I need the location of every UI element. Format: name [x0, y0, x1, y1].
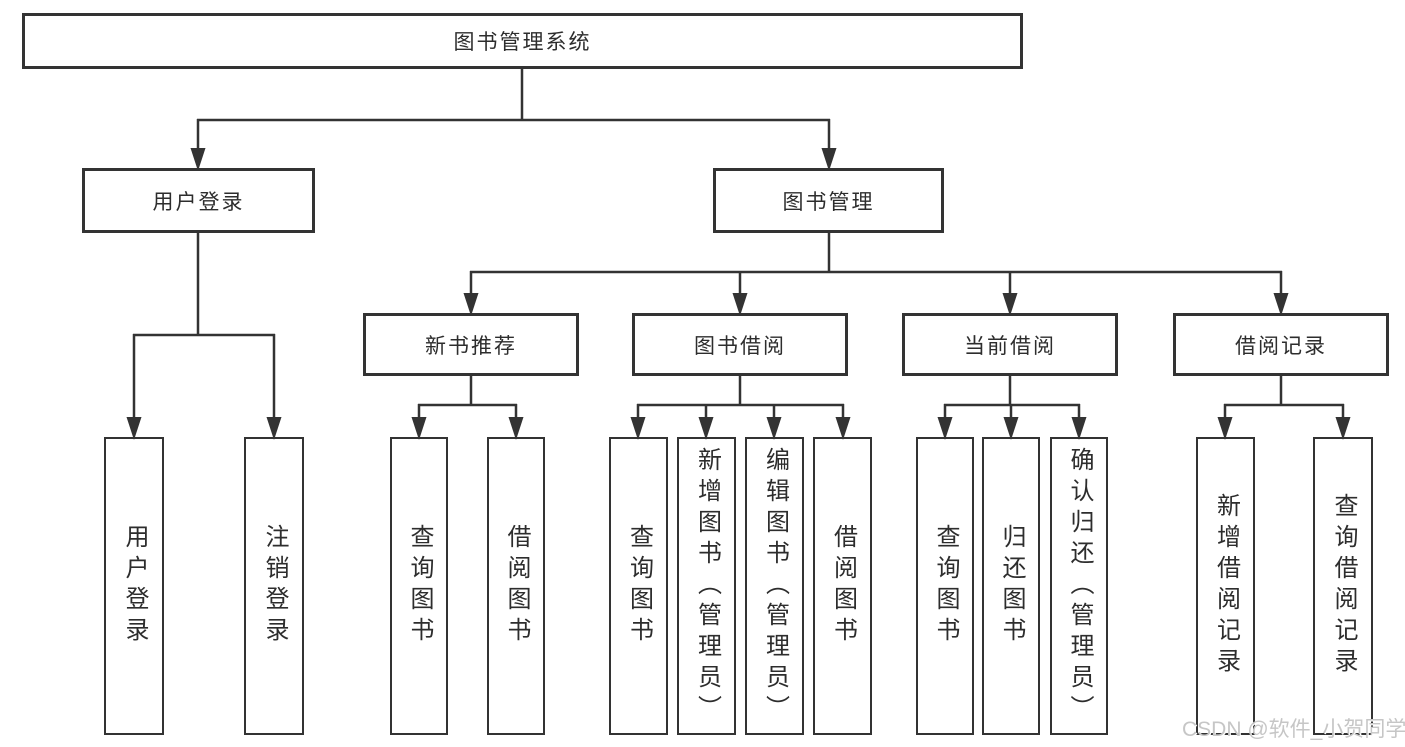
node-label: 借阅记录 [1235, 334, 1327, 358]
leaf-label: 借阅图书 [503, 524, 530, 648]
leaf-label: 归还图书 [998, 524, 1025, 648]
leaf-label: 编辑图书（管理员） [761, 446, 789, 726]
node-borrow-records: 借阅记录 [1173, 313, 1389, 376]
leaf-label: 注销登录 [261, 524, 288, 648]
leaf-user-login: 用户登录 [104, 437, 164, 735]
node-book-borrow: 图书借阅 [632, 313, 848, 376]
node-new-book-recommend: 新书推荐 [363, 313, 579, 376]
leaf-label: 新增借阅记录 [1212, 493, 1240, 679]
watermark-text: CSDN @软件_小贺同学 [1182, 718, 1405, 741]
node-root: 图书管理系统 [22, 13, 1023, 69]
leaf-label: 查询借阅记录 [1330, 493, 1357, 679]
node-user-login: 用户登录 [82, 168, 315, 233]
leaf-confirm-return-admin: 确认归还（管理员） [1050, 437, 1108, 735]
node-label: 新书推荐 [425, 334, 517, 358]
node-label: 图书借阅 [694, 334, 786, 358]
leaf-label: 用户登录 [121, 524, 148, 648]
leaf-borrow-books-recommend: 借阅图书 [487, 437, 545, 735]
leaf-query-books-recommend: 查询图书 [390, 437, 448, 735]
node-label: 当前借阅 [964, 334, 1056, 358]
leaf-label: 查询图书 [625, 524, 653, 648]
leaf-query-books-borrow: 查询图书 [609, 437, 668, 735]
leaf-label: 新增图书（管理员） [693, 446, 721, 726]
leaf-label: 确认归还（管理员） [1066, 446, 1093, 726]
leaf-query-books-current: 查询图书 [916, 437, 974, 735]
node-current-borrow: 当前借阅 [902, 313, 1118, 376]
leaf-add-borrow-record: 新增借阅记录 [1196, 437, 1255, 735]
node-label: 用户登录 [152, 190, 245, 214]
leaf-return-books: 归还图书 [982, 437, 1040, 735]
leaf-label: 借阅图书 [829, 524, 857, 648]
node-book-management: 图书管理 [713, 168, 944, 233]
leaf-edit-book-admin: 编辑图书（管理员） [745, 437, 804, 735]
node-label: 图书管理系统 [453, 31, 592, 54]
leaf-logout: 注销登录 [244, 437, 304, 735]
leaf-label: 查询图书 [932, 524, 959, 648]
node-label: 图书管理 [782, 190, 875, 214]
leaf-add-book-admin: 新增图书（管理员） [677, 437, 736, 735]
leaf-label: 查询图书 [406, 524, 433, 648]
leaf-borrow-books: 借阅图书 [813, 437, 872, 735]
leaf-query-borrow-record: 查询借阅记录 [1313, 437, 1373, 735]
